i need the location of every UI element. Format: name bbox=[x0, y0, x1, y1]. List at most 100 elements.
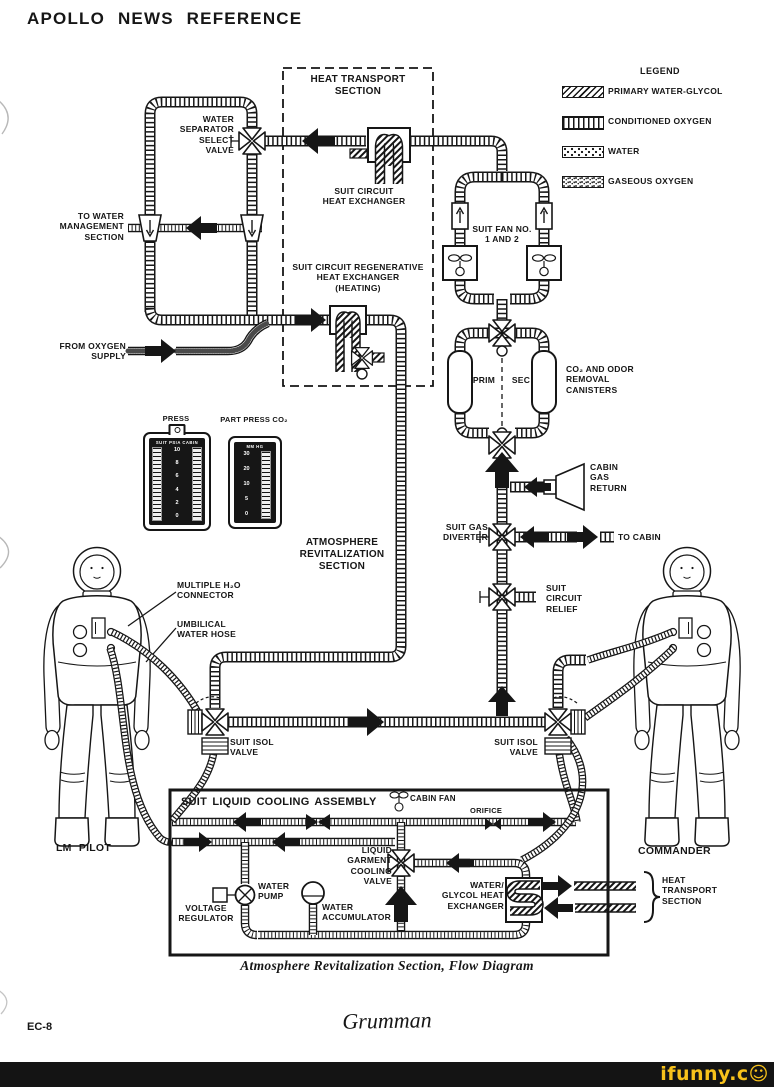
legend-swatch-conditioned-oxygen bbox=[562, 116, 604, 130]
arrow-row1-right bbox=[528, 812, 556, 832]
page-title: APOLLO NEWS REFERENCE bbox=[27, 9, 303, 28]
legend-label: GASEOUS OXYGEN bbox=[608, 176, 694, 186]
oxygen-supply-merge bbox=[176, 319, 270, 356]
page-number: EC-8 bbox=[27, 1021, 53, 1033]
components bbox=[138, 127, 661, 957]
label-atmosphere-revitalization: ATMOSPHERE REVITALIZATION SECTION bbox=[299, 537, 385, 573]
arrow-row1-left bbox=[233, 812, 261, 832]
legend-label: CONDITIONED OXYGEN bbox=[608, 116, 712, 126]
arrow-oxygen-right bbox=[145, 339, 176, 363]
suit-fan-1 bbox=[442, 245, 478, 281]
arrow-cabin-return-left bbox=[524, 477, 551, 497]
co2-gauge-title: PART PRESS CO₂ bbox=[220, 415, 288, 424]
pipe-hx-to-fanloop bbox=[410, 135, 508, 171]
label-sec: SEC bbox=[511, 375, 531, 385]
co2-gauge-units: MM HG bbox=[246, 443, 264, 449]
label-lgc-valve: LIQUID GARMENT COOLING VALVE bbox=[347, 845, 392, 887]
astronaut-lm-pilot bbox=[43, 546, 151, 847]
regen-coil bbox=[336, 312, 360, 372]
heat-transport-brace bbox=[643, 871, 661, 923]
leader-h2o-connector bbox=[127, 591, 177, 627]
label-to-water-management: TO WATER MANAGEMENT SECTION bbox=[59, 211, 124, 242]
label-water-pump: WATER PUMP bbox=[258, 881, 290, 902]
label-regenerative-hx: SUIT CIRCUIT REGENERATIVE HEAT EXCHANGER… bbox=[292, 262, 424, 293]
sep-valve-handle bbox=[230, 135, 239, 147]
regen-valve-knob bbox=[356, 368, 368, 380]
arrow-regen-right bbox=[295, 308, 326, 332]
cabin-return-horn bbox=[555, 462, 585, 512]
co2-gauge-scale bbox=[261, 451, 271, 519]
legend-swatch-primary-water-glycol bbox=[562, 86, 604, 98]
water-pump-symbol bbox=[234, 884, 256, 906]
arrow-hx-line-left bbox=[302, 128, 335, 154]
press-gauge-mount bbox=[168, 424, 186, 435]
water-separator-select-valve bbox=[238, 127, 266, 155]
left-valve-south-fitting bbox=[201, 737, 229, 755]
label-heat-transport-section: HEAT TRANSPORT SECTION bbox=[310, 74, 406, 98]
label-cabin-gas-return: CABIN GAS RETURN bbox=[590, 462, 627, 493]
water-accumulator-symbol bbox=[301, 881, 325, 905]
suit-fan-2 bbox=[526, 245, 562, 281]
arrow-glycol-out-right bbox=[543, 875, 572, 897]
legend-swatch-gaseous-oxygen bbox=[562, 176, 604, 188]
cabin-fan-blade-2 bbox=[398, 791, 409, 799]
label-prim: PRIM bbox=[472, 375, 496, 385]
label-suit-fan: SUIT FAN NO. 1 AND 2 bbox=[472, 224, 532, 245]
relief-handle bbox=[479, 591, 489, 603]
astronaut-commander bbox=[633, 546, 741, 847]
legend-label: PRIMARY WATER-GLYCOL bbox=[608, 86, 723, 96]
watermark-text: ifunny.c☺ bbox=[660, 1063, 769, 1085]
label-suit-isol-valve-right: SUIT ISOL VALVE bbox=[494, 737, 538, 758]
label-lm-pilot: LM PILOT bbox=[56, 842, 111, 854]
scan-curl-mid bbox=[0, 536, 10, 569]
label-umbilical-water-hose: UMBILICAL WATER HOSE bbox=[177, 619, 237, 640]
orifice bbox=[485, 818, 501, 830]
label-water-separator-select-valve: WATER SEPARATOR SELECT VALVE bbox=[179, 114, 234, 156]
left-valve-handle-arc bbox=[195, 696, 221, 704]
right-valve-east-fitting bbox=[570, 709, 586, 735]
arrow-row2-left bbox=[272, 832, 300, 852]
label-cabin-fan: CABIN FAN bbox=[410, 794, 456, 803]
heat-transport-section-box bbox=[282, 67, 434, 387]
press-gauge-scale-right bbox=[192, 447, 202, 521]
arrow-canister-up-big bbox=[485, 452, 519, 488]
arrow-row2-right bbox=[184, 832, 212, 852]
figure-caption: Atmosphere Revitalization Section, Flow … bbox=[240, 958, 534, 973]
arrow-hx-up-big bbox=[385, 886, 417, 922]
watermark-bar: ifunny.c☺ bbox=[0, 1062, 774, 1087]
label-voltage-regulator: VOLTAGE REGULATOR bbox=[178, 903, 234, 924]
label-heat-transport-right: HEAT TRANSPORT SECTION bbox=[662, 875, 718, 906]
suit-isol-valve-right bbox=[544, 708, 572, 736]
suit-isol-valve-left bbox=[201, 708, 229, 736]
water-check-valve-left bbox=[138, 214, 162, 242]
label-from-oxygen-supply: FROM OXYGEN SUPPLY bbox=[59, 341, 126, 362]
label-water-glycol-hx: WATER/ GLYCOL HEAT EXCHANGER bbox=[441, 880, 504, 911]
label-multiple-h2o-connector: MULTIPLE H₂O CONNECTOR bbox=[177, 580, 241, 601]
scan-curl-bottom bbox=[0, 990, 8, 1015]
arrow-to-cabin-right bbox=[567, 525, 598, 549]
arrow-water-mgmt-left bbox=[186, 216, 217, 240]
arrow-junction-up bbox=[488, 686, 516, 716]
legend-label: WATER bbox=[608, 146, 640, 156]
press-gauge-scale-left bbox=[152, 447, 162, 521]
canister-valve-knob-top bbox=[496, 345, 508, 357]
slca-box bbox=[168, 788, 610, 957]
wg-coil bbox=[507, 881, 543, 915]
row1-bowtie-valve bbox=[306, 814, 330, 830]
left-valve-west-fitting bbox=[187, 709, 203, 735]
label-slca-title: SUIT LIQUID COOLING ASSEMBLY bbox=[181, 796, 377, 808]
label-to-cabin: TO CABIN bbox=[618, 532, 661, 542]
hx-coil bbox=[376, 135, 402, 184]
right-valve-handle-arc bbox=[552, 696, 578, 704]
cabin-fan-icon bbox=[394, 802, 404, 812]
arrow-main-run-right bbox=[348, 708, 384, 736]
diverter-handle bbox=[479, 531, 489, 543]
water-check-valve-right bbox=[240, 214, 264, 242]
